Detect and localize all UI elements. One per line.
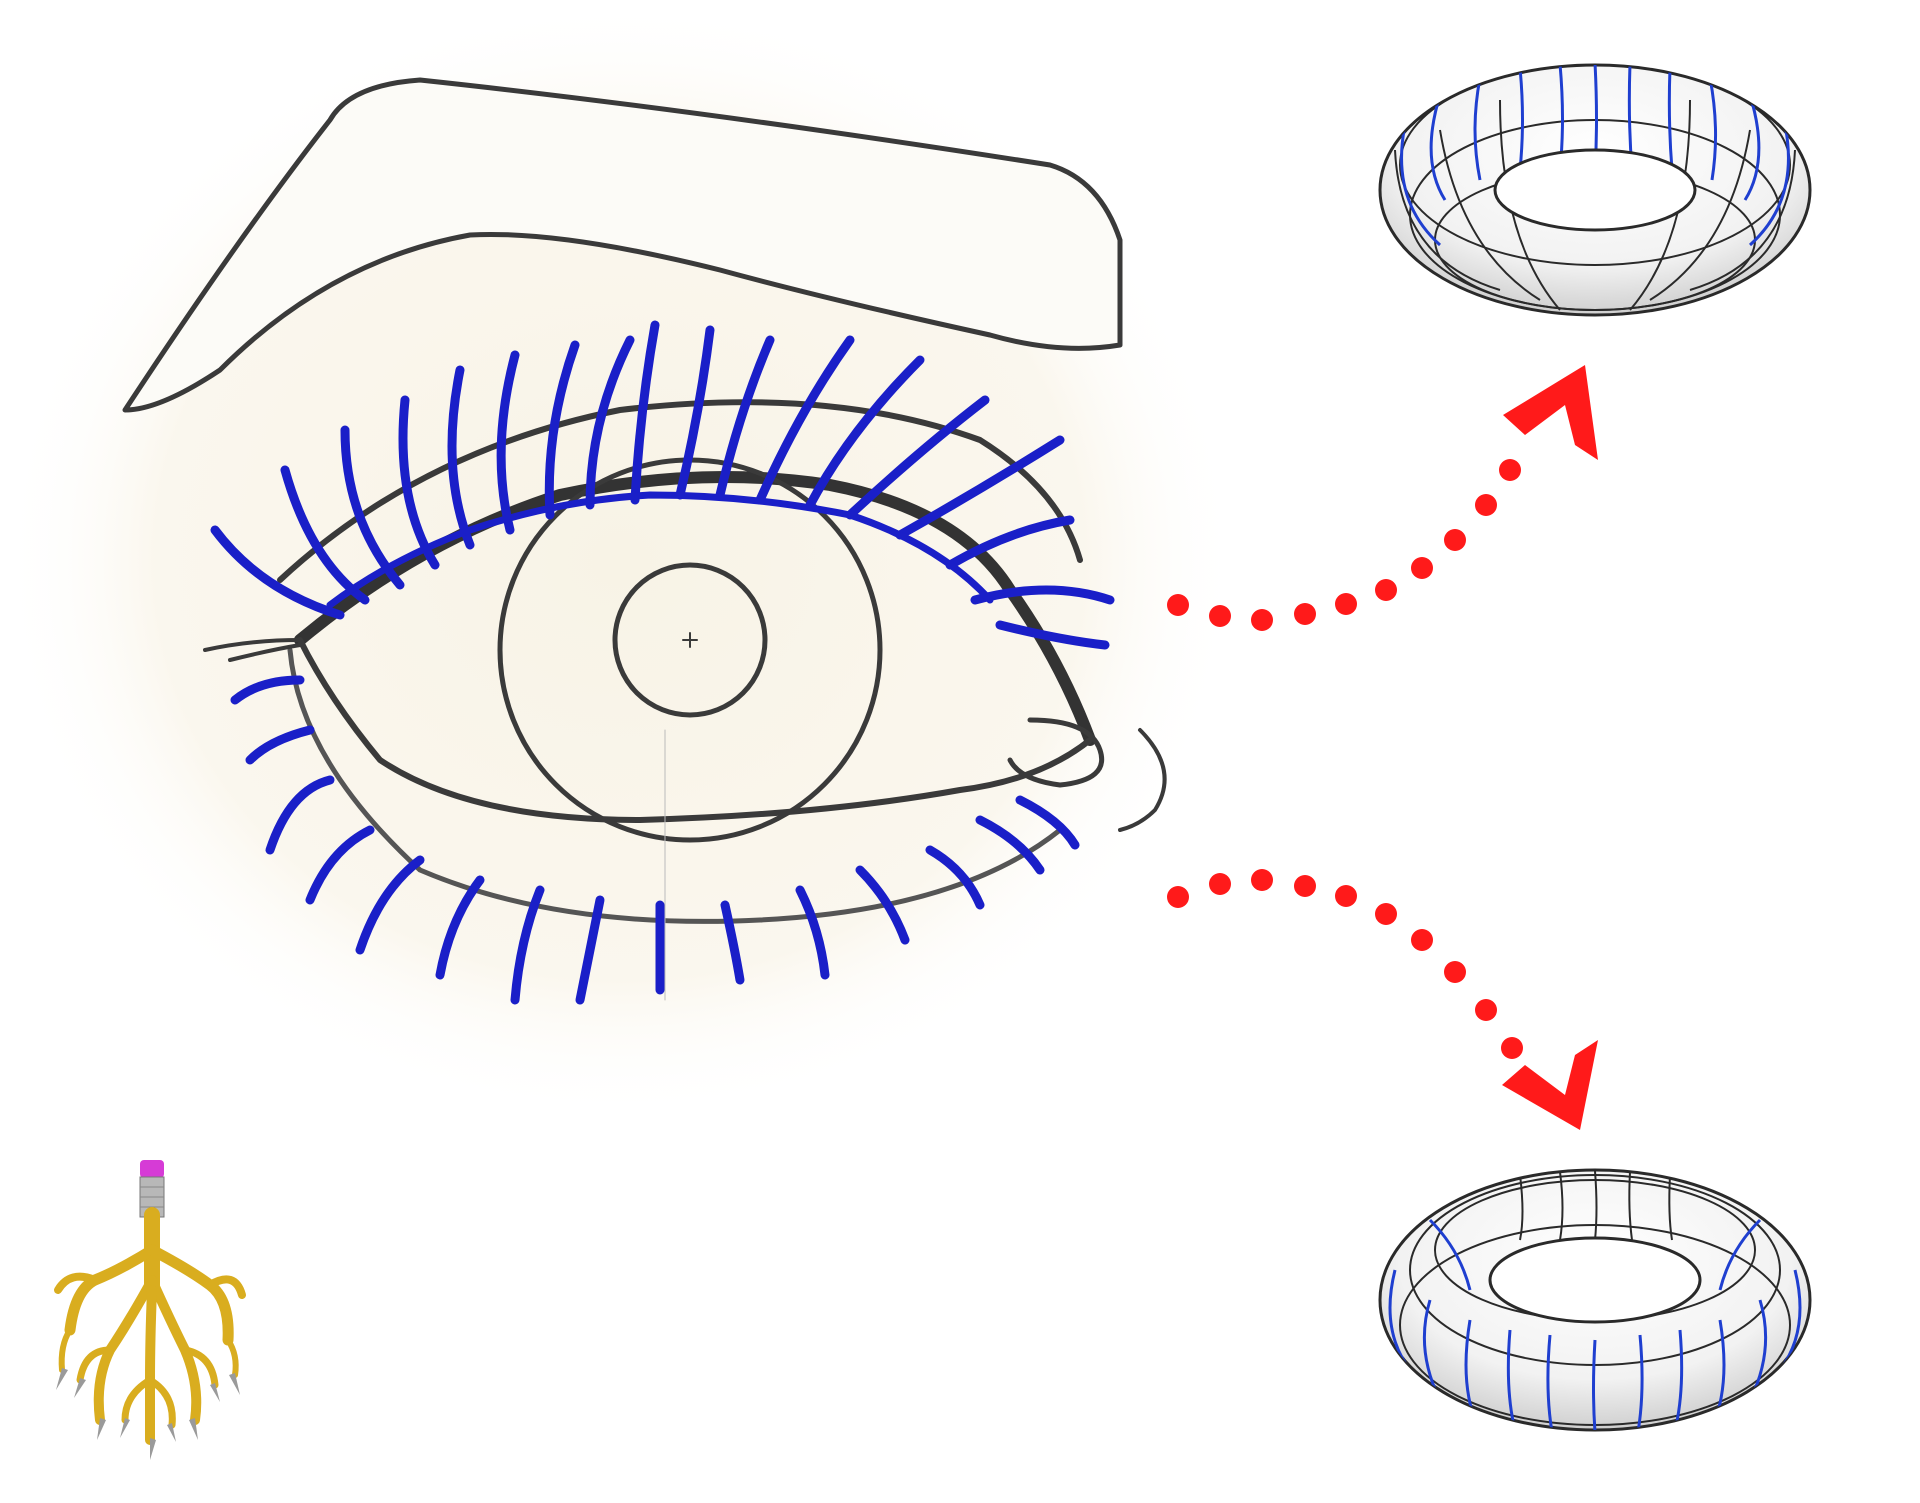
logo-pencil-tips: [56, 1368, 240, 1460]
arrowhead-down: [1502, 1040, 1598, 1130]
torus-blue-lines-bottom: [1378, 1168, 1812, 1432]
outer-corner-lines: [203, 638, 302, 662]
pupil-cross-mark: [682, 632, 698, 648]
eyebrow-outline: [122, 77, 1123, 413]
tear-duct-curve: [1118, 728, 1167, 832]
lower-lashes: [230, 675, 1080, 1005]
pupil: [612, 562, 768, 718]
torus-bottom-hole: [1488, 1236, 1702, 1324]
logo-eraser: [140, 1160, 164, 1178]
torus-top-hole: [1493, 148, 1697, 232]
lower-eyelid: [287, 647, 1063, 924]
dotted-arrow-up-right: [1167, 365, 1598, 631]
pencil-roots-logo: [54, 1160, 246, 1460]
arrowhead-up: [1503, 365, 1598, 460]
logo-roots: [54, 1207, 246, 1445]
torus-blue-lines-top: [1378, 63, 1812, 317]
upper-lashes: [210, 320, 1115, 650]
dotted-arrow-down-right: [1167, 869, 1598, 1130]
inner-corner: [1007, 717, 1104, 788]
eye-outline: [297, 637, 1093, 823]
